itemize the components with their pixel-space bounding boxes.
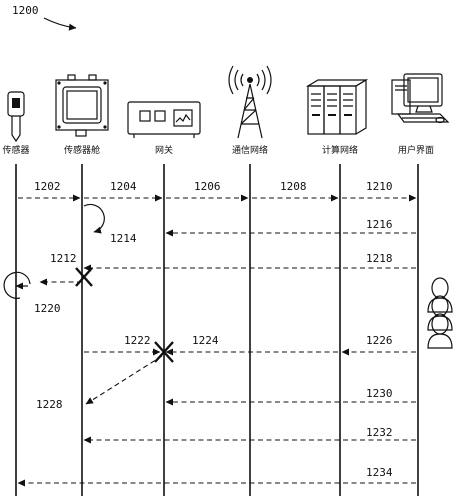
ref-label-1216: 1216 (366, 218, 393, 231)
ref-label-1230: 1230 (366, 387, 393, 400)
self-loop-1214 (83, 203, 105, 234)
participant-label-user-interface: 用户界面 (398, 144, 434, 156)
gateway-icon (127, 101, 201, 138)
sensor-icon (7, 91, 25, 143)
radio-tower-icon (228, 65, 272, 139)
desktop-computer-icon (391, 73, 450, 124)
participant-label-compute-network: 计算网络 (322, 144, 358, 156)
ref-label-1228: 1228 (36, 398, 63, 411)
participant-label-comm-network: 通信网络 (232, 144, 268, 156)
figure-number: 1200 (12, 4, 39, 17)
ref-label-1234: 1234 (366, 466, 393, 479)
ref-label-1202: 1202 (34, 180, 61, 193)
server-rack-icon (305, 78, 369, 135)
participant-label-sensor-pod: 传感器舱 (64, 144, 100, 156)
ref-label-1204: 1204 (110, 180, 137, 193)
users-group-icon (427, 277, 453, 349)
sensor-pod-icon (55, 74, 109, 137)
self-loop-1220 (3, 271, 31, 299)
ref-label-1222: 1222 (124, 334, 151, 347)
ref-label-1224: 1224 (192, 334, 219, 347)
participant-label-gateway: 网关 (155, 144, 173, 156)
ref-label-1208: 1208 (280, 180, 307, 193)
ref-label-1212: 1212 (50, 252, 77, 265)
ref-label-1214: 1214 (110, 232, 137, 245)
ref-label-1226: 1226 (366, 334, 393, 347)
ref-label-1218: 1218 (366, 252, 393, 265)
participant-label-sensor: 传感器 (2, 144, 29, 156)
ref-label-1220: 1220 (34, 302, 61, 315)
message-arrow-1228 (85, 355, 163, 405)
ref-label-1232: 1232 (366, 426, 393, 439)
figure-pointer-arrow (43, 17, 77, 31)
blocked-x-icon-1212 (75, 267, 93, 287)
ref-label-1210: 1210 (366, 180, 393, 193)
ref-label-1206: 1206 (194, 180, 221, 193)
